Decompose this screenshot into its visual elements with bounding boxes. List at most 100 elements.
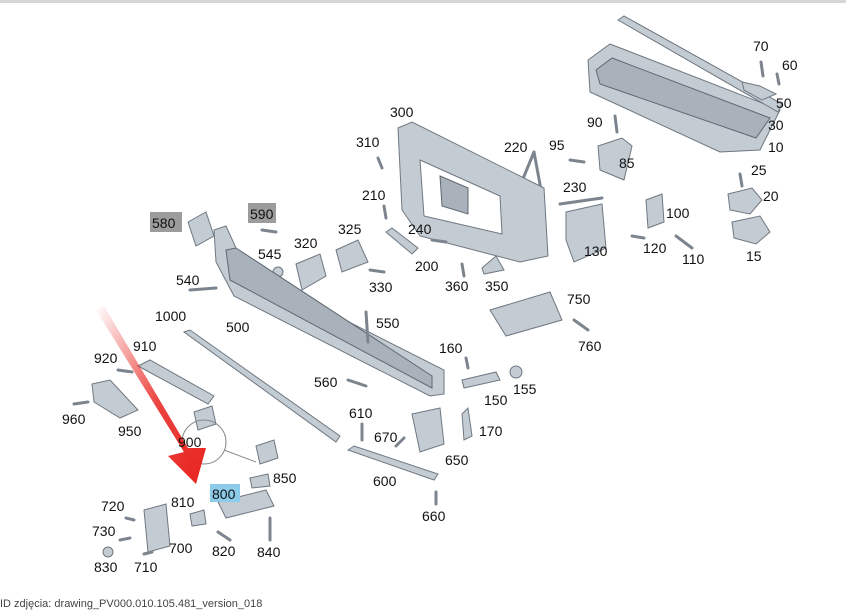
bolt-60	[775, 72, 781, 86]
label-10[interactable]: 10	[768, 139, 784, 155]
bracket-580-part	[187, 211, 215, 247]
label-95[interactable]: 95	[549, 137, 565, 153]
label-810[interactable]: 810	[171, 494, 195, 510]
label-590[interactable]: 590	[250, 206, 274, 222]
label-720[interactable]: 720	[101, 498, 125, 514]
bracket-50-part	[741, 81, 778, 101]
label-540[interactable]: 540	[176, 272, 200, 288]
label-800[interactable]: 800	[212, 486, 236, 502]
bracket-950-part	[91, 379, 139, 419]
bolt-310	[376, 156, 384, 170]
label-550[interactable]: 550	[376, 315, 400, 331]
label-120[interactable]: 120	[643, 240, 667, 256]
bolt-210	[382, 204, 388, 220]
label-20[interactable]: 20	[763, 188, 779, 204]
label-155[interactable]: 155	[513, 381, 537, 397]
label-660[interactable]: 660	[422, 508, 446, 524]
strip-600-part	[346, 445, 439, 481]
bolt-160	[464, 356, 470, 370]
label-170[interactable]: 170	[479, 423, 503, 439]
label-310[interactable]: 310	[356, 134, 380, 150]
label-15[interactable]: 15	[746, 248, 762, 264]
label-60[interactable]: 60	[782, 57, 798, 73]
label-600[interactable]: 600	[373, 473, 397, 489]
crash-box-750-part	[489, 291, 563, 337]
highlight-590	[248, 203, 276, 223]
label-330[interactable]: 330	[369, 279, 393, 295]
screw-25	[738, 172, 744, 188]
bolt-820	[216, 530, 232, 542]
bracket-910-part	[136, 359, 215, 405]
bolt-730	[118, 536, 132, 542]
bracket-200-part	[385, 227, 419, 255]
label-30[interactable]: 30	[768, 117, 784, 133]
label-50[interactable]: 50	[776, 95, 792, 111]
label-325[interactable]: 325	[338, 221, 362, 237]
label-760[interactable]: 760	[578, 338, 602, 354]
label-220[interactable]: 220	[504, 139, 528, 155]
bolt-550	[364, 310, 370, 344]
label-920[interactable]: 920	[94, 350, 118, 366]
label-85[interactable]: 85	[619, 155, 635, 171]
drawing-id-caption: ID zdjęcia: drawing_PV000.010.105.481_ve…	[0, 598, 263, 610]
label-1000[interactable]: 1000	[155, 308, 186, 324]
label-25[interactable]: 25	[751, 162, 767, 178]
label-950[interactable]: 950	[118, 423, 142, 439]
label-210[interactable]: 210	[362, 187, 386, 203]
label-960[interactable]: 960	[62, 411, 86, 427]
bracket-320-part	[295, 253, 327, 291]
bolt-360	[460, 262, 466, 278]
label-545[interactable]: 545	[258, 246, 282, 262]
upper-cross-member-part	[587, 15, 783, 153]
label-750[interactable]: 750	[567, 291, 591, 307]
label-580[interactable]: 580	[152, 215, 176, 231]
bracket-800-part	[217, 489, 275, 519]
label-500[interactable]: 500	[226, 319, 250, 335]
label-300[interactable]: 300	[390, 104, 414, 120]
label-90[interactable]: 90	[587, 114, 603, 130]
label-910[interactable]: 910	[133, 338, 157, 354]
highlight-580	[150, 212, 182, 232]
label-610[interactable]: 610	[349, 405, 373, 421]
bolt-110	[674, 234, 694, 250]
label-320[interactable]: 320	[294, 235, 318, 251]
label-820[interactable]: 820	[212, 543, 236, 559]
label-350[interactable]: 350	[485, 278, 509, 294]
clip-560	[346, 378, 368, 388]
bolt-920	[116, 368, 134, 374]
label-900[interactable]: 900	[178, 434, 202, 450]
label-160[interactable]: 160	[439, 340, 463, 356]
label-840[interactable]: 840	[257, 544, 281, 560]
label-730[interactable]: 730	[92, 523, 116, 539]
leader-900	[223, 449, 257, 463]
label-850[interactable]: 850	[273, 470, 297, 486]
label-700[interactable]: 700	[169, 540, 193, 556]
bracket-350-part	[481, 255, 505, 275]
bolt-540	[188, 286, 218, 292]
label-130[interactable]: 130	[584, 243, 608, 259]
label-100[interactable]: 100	[666, 205, 690, 221]
label-360[interactable]: 360	[445, 278, 469, 294]
highlight-800	[210, 484, 240, 502]
bolt-960	[72, 400, 90, 406]
bolt-240	[430, 238, 448, 244]
bumper-carrier-500	[213, 225, 445, 397]
bracket-100-part	[645, 193, 665, 229]
label-670[interactable]: 670	[374, 429, 398, 445]
label-230[interactable]: 230	[563, 179, 587, 195]
red-pointer-arrow	[96, 306, 206, 484]
bolt-90	[613, 114, 619, 134]
label-650[interactable]: 650	[445, 452, 469, 468]
label-200[interactable]: 200	[415, 258, 439, 274]
label-560[interactable]: 560	[314, 374, 338, 390]
label-150[interactable]: 150	[484, 392, 508, 408]
label-710[interactable]: 710	[134, 559, 158, 575]
bracket-85-part	[597, 137, 633, 181]
label-830[interactable]: 830	[94, 559, 118, 575]
label-110[interactable]: 110	[682, 251, 705, 267]
label-240[interactable]: 240	[408, 221, 432, 237]
bolt-670	[394, 436, 406, 448]
bolt-70	[759, 60, 765, 78]
label-70[interactable]: 70	[753, 38, 769, 54]
